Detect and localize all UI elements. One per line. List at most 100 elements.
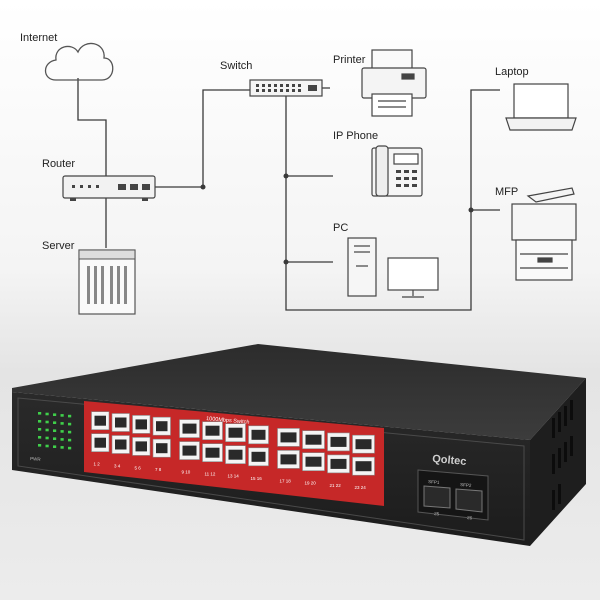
sfp-label-2: SFP2 bbox=[460, 482, 472, 488]
port-number: 21 22 bbox=[330, 483, 342, 488]
status-led bbox=[53, 413, 57, 416]
port-number: 1 2 bbox=[94, 462, 101, 467]
port-number: 15 16 bbox=[251, 476, 263, 481]
rj45-port-opening bbox=[156, 421, 168, 432]
status-led bbox=[53, 429, 57, 432]
junction-dot bbox=[200, 184, 206, 190]
rj45-port-opening bbox=[355, 461, 372, 472]
port-number: 3 4 bbox=[114, 464, 121, 469]
status-led bbox=[45, 444, 49, 448]
side-vents bbox=[552, 400, 573, 510]
port-number: 7 8 bbox=[155, 467, 162, 472]
router-icon bbox=[62, 175, 156, 201]
server-icon bbox=[78, 249, 136, 315]
line-switch-trunk bbox=[285, 89, 500, 311]
line-router-switch bbox=[155, 89, 250, 188]
panel-label: 1000Mbps Switch bbox=[206, 416, 250, 426]
status-led bbox=[60, 438, 64, 441]
status-led bbox=[68, 422, 72, 426]
rj45-port-opening bbox=[115, 439, 127, 450]
port-numbers: 1 2 3 4 5 6 7 8 9 10 11 12 13 14 15 16 17 18 19 2… bbox=[94, 462, 367, 491]
status-led bbox=[60, 430, 64, 433]
cloud-icon bbox=[44, 42, 114, 81]
mfp-icon bbox=[511, 187, 577, 281]
rj45-ports bbox=[91, 411, 375, 476]
rj45-port-opening bbox=[156, 443, 168, 454]
rj45-port-opening bbox=[182, 445, 197, 456]
status-led bbox=[68, 414, 72, 418]
sfp-number-1: 25 bbox=[434, 511, 440, 516]
pc-icon bbox=[347, 237, 439, 298]
rj45-port-opening bbox=[135, 441, 147, 452]
rj45-port-opening bbox=[251, 429, 266, 440]
status-led bbox=[53, 421, 57, 424]
junction-dot bbox=[283, 259, 289, 265]
status-led bbox=[45, 436, 49, 440]
sfp-number-2: 26 bbox=[467, 515, 473, 520]
port-number: 13 14 bbox=[228, 474, 240, 479]
status-led bbox=[45, 420, 49, 424]
port-number: 9 10 bbox=[182, 470, 191, 475]
laptop-icon bbox=[505, 83, 577, 131]
status-led bbox=[45, 428, 49, 432]
status-led bbox=[68, 438, 72, 442]
status-led bbox=[53, 445, 57, 448]
status-led bbox=[38, 436, 42, 439]
chassis-top bbox=[12, 344, 586, 440]
port-number: 11 12 bbox=[205, 472, 216, 477]
sfp-port-2 bbox=[455, 488, 483, 513]
port-number: 5 6 bbox=[135, 465, 142, 470]
label-printer: Printer bbox=[333, 54, 366, 66]
status-led bbox=[38, 412, 42, 415]
label-pc: PC bbox=[333, 222, 349, 234]
rj45-port-opening bbox=[115, 417, 127, 428]
status-led bbox=[38, 428, 42, 431]
rj45-port-opening bbox=[330, 458, 347, 469]
status-led bbox=[60, 422, 64, 425]
status-led bbox=[38, 444, 42, 447]
rj45-port-opening bbox=[355, 439, 372, 450]
rj45-port-opening bbox=[330, 436, 347, 447]
rj45-port-opening bbox=[135, 419, 147, 430]
status-led bbox=[68, 446, 72, 450]
port-number: 23 24 bbox=[355, 485, 367, 490]
label-router: Router bbox=[42, 158, 76, 170]
rj45-port-opening bbox=[280, 454, 297, 465]
sfp-label-1: SFP1 bbox=[428, 479, 440, 485]
port-number: 19 20 bbox=[305, 481, 317, 486]
junction-dots bbox=[200, 173, 474, 265]
switch-icon bbox=[249, 79, 323, 97]
junction-dot bbox=[468, 207, 474, 213]
ip-phone-icon bbox=[371, 145, 423, 197]
label-internet: Internet bbox=[20, 32, 58, 44]
rj45-port-opening bbox=[228, 427, 243, 438]
status-led bbox=[53, 437, 57, 440]
rj45-port-opening bbox=[305, 434, 322, 445]
status-led bbox=[68, 430, 72, 434]
rj45-port-opening bbox=[228, 449, 243, 460]
sfp-port-1 bbox=[423, 485, 451, 509]
rj45-port-opening bbox=[205, 447, 220, 458]
rj45-port-opening bbox=[205, 425, 220, 436]
label-server: Server bbox=[42, 240, 75, 252]
label-laptop: Laptop bbox=[495, 66, 529, 78]
status-leds bbox=[38, 412, 72, 450]
printer-icon bbox=[361, 49, 427, 117]
rj45-port-opening bbox=[94, 437, 106, 448]
port-number: 17 18 bbox=[280, 478, 292, 483]
line-internet-router bbox=[77, 78, 107, 176]
rj45-port-opening bbox=[280, 432, 297, 443]
label-ip-phone: IP Phone bbox=[333, 130, 379, 142]
junction-dot bbox=[283, 173, 289, 179]
rj45-port-opening bbox=[94, 415, 106, 426]
label-mfp: MFP bbox=[495, 186, 519, 198]
brand-logo: Qoltec bbox=[432, 453, 467, 468]
power-label: PWR bbox=[30, 456, 42, 462]
status-led bbox=[60, 446, 64, 449]
rj45-port-opening bbox=[305, 456, 322, 467]
rj45-port-opening bbox=[251, 451, 266, 462]
status-led bbox=[45, 412, 49, 416]
